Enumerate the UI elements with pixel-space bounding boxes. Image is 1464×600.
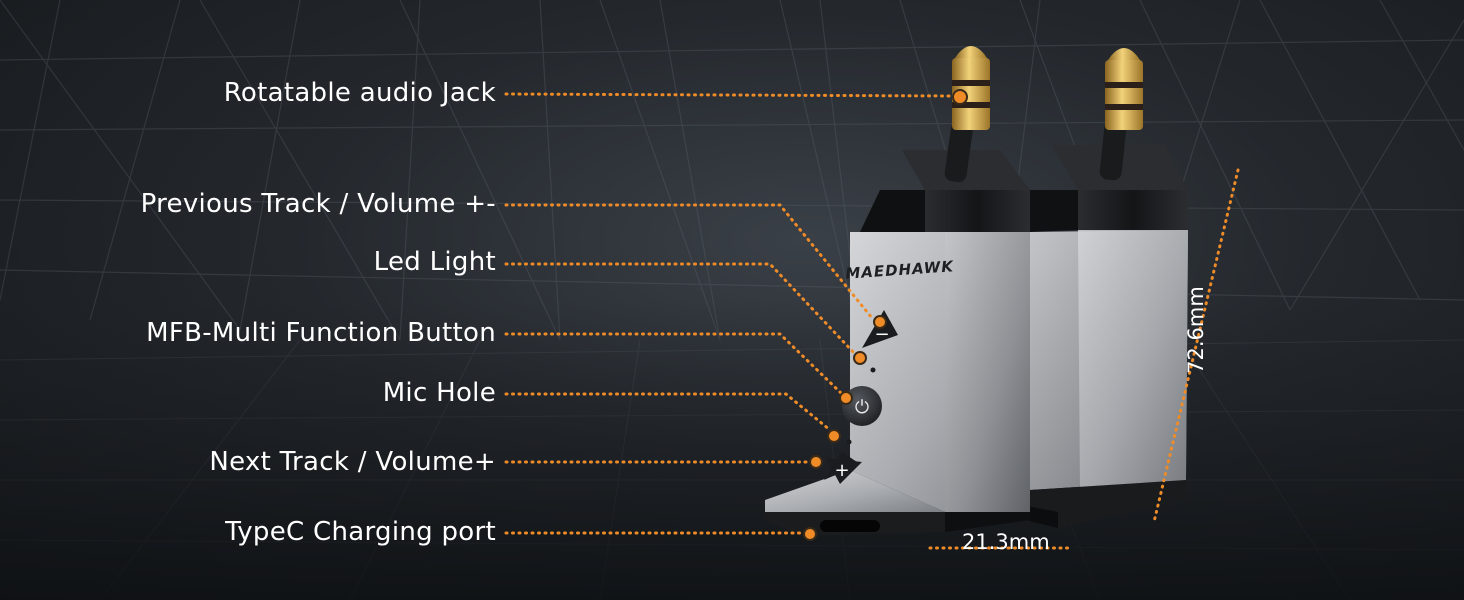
front-audio-jack: [944, 46, 990, 183]
front-device: MAEDHAWK: [765, 150, 1030, 536]
dimension-line-height: [1152, 168, 1240, 524]
callout-label-next-track: Next Track / Volume+: [209, 447, 496, 477]
callout-label-typec: TypeC Charging port: [225, 517, 496, 547]
callout-dots: [803, 89, 968, 541]
callout-label-mic: Mic Hole: [382, 378, 496, 408]
callout-label-mfb: MFB-Multi Function Button: [146, 318, 496, 348]
mic-hole: [846, 439, 852, 445]
minus-icon: −: [874, 324, 889, 345]
callout-line-prev-track: [504, 203, 874, 320]
callout-label-prev-track: Previous Track / Volume +-: [140, 189, 496, 219]
callout-lines: [504, 92, 1240, 550]
dimension-width: 21.3mm: [962, 530, 1050, 554]
typec-port: [820, 520, 880, 532]
led-light: [870, 367, 876, 373]
callout-line-led: [504, 262, 857, 356]
volume-plus-button: +: [824, 452, 862, 484]
callout-label-jack: Rotatable audio Jack: [223, 78, 496, 108]
dimension-height: 72.6mm: [1184, 286, 1208, 374]
callout-line-jack: [504, 92, 954, 98]
power-icon: ⏻: [855, 397, 869, 418]
plus-icon: +: [834, 460, 849, 481]
rear-audio-jack: [1099, 48, 1143, 181]
callout-line-mfb: [504, 332, 844, 396]
callout-label-led: Led Light: [373, 247, 496, 277]
callout-line-mic: [504, 392, 832, 432]
